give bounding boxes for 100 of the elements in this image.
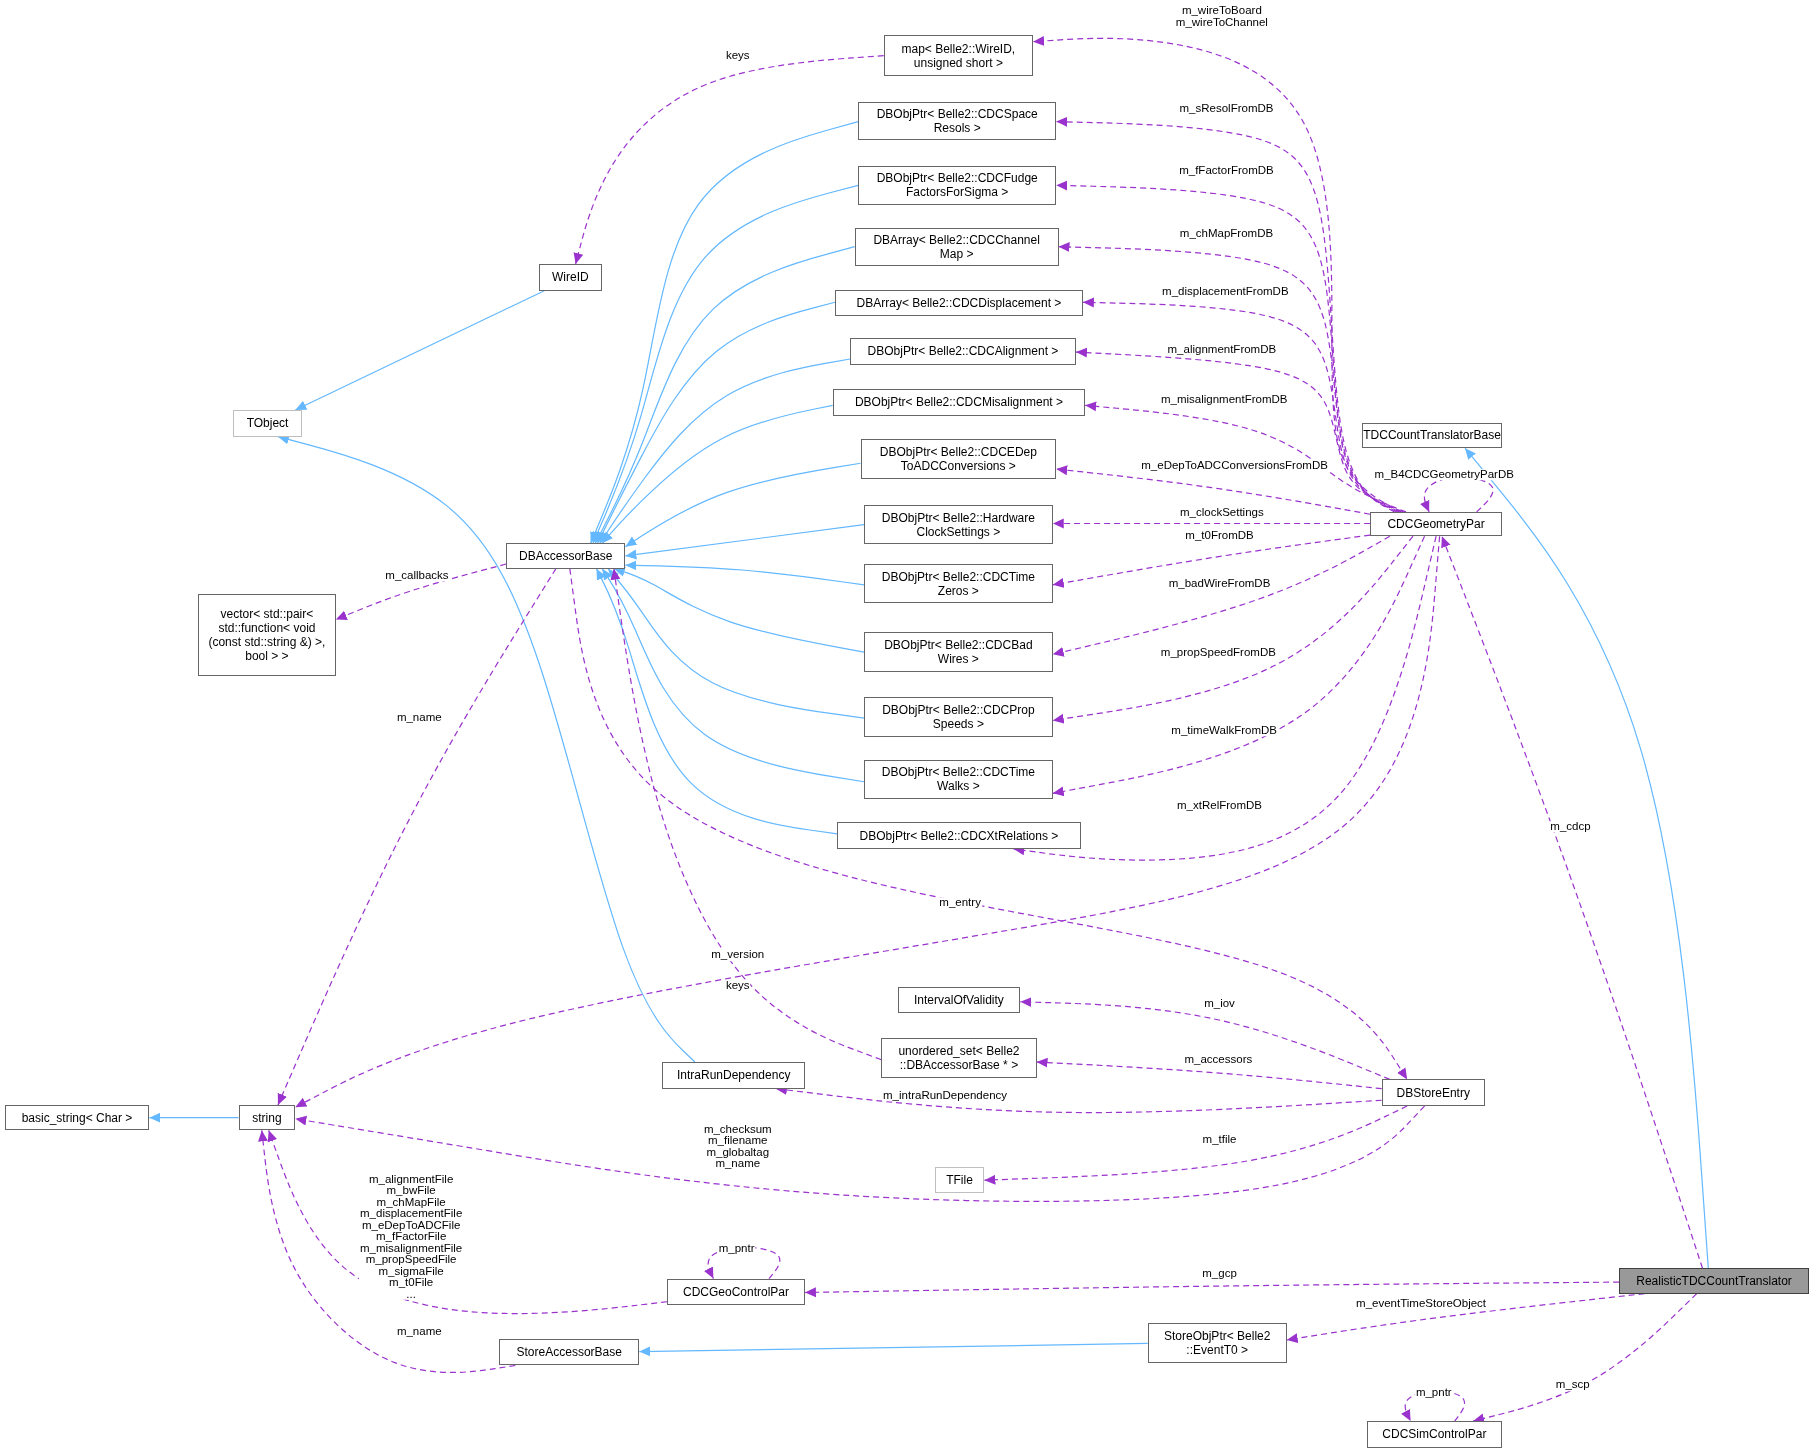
class-box [864,564,1053,604]
class-box [897,986,1021,1014]
arrow [599,358,851,544]
class-box [499,1338,640,1366]
class-name: DBObjPtr< Belle2::CDCAlignment > [867,344,1059,359]
dashed-arrow [1052,535,1391,657]
class-name: basic_string< Char > [21,1110,133,1125]
class-box [238,1104,296,1131]
arrow [590,121,859,544]
arrow [1464,447,1709,1269]
class-box [881,1037,1037,1079]
dashed-arrow [267,1129,668,1315]
class-name: DBObjPtr< Belle2::CDCSpace Resols > [875,107,1039,135]
class-name: CDCSimControlPar [1382,1427,1487,1442]
dashed-arrow [1057,242,1400,513]
class-name: string [252,1110,282,1125]
edge-label: m_clockSettings [1179,507,1265,519]
arrow [594,246,856,544]
class-box [858,165,1057,205]
arrow [607,568,865,719]
edge-label: m_checksum m_filename m_globaltag m_name [702,1123,773,1170]
class-name: IntraRunDependency [677,1068,791,1083]
dashed-arrow [1052,518,1371,529]
edge-label: m_pntr [1414,1387,1453,1399]
class-box [864,504,1053,545]
edge-label: m_B4CDCGeometryParDB [1373,469,1515,481]
class-box [1362,422,1503,449]
arrow [601,404,834,544]
dashed-arrow [983,1105,1408,1185]
arrow [624,524,865,560]
class-name: DBObjPtr< Belle2::CDCEDep ToADCConversions > [878,445,1038,474]
class-box [858,101,1057,141]
dashed-arrow [1084,401,1407,513]
edge-label: m_callbacks [384,569,450,582]
edge-label: m_propSpeedFromDB [1159,647,1277,659]
class-box [198,594,336,677]
class-name: TFile [946,1173,973,1188]
class-box [854,228,1059,267]
class-name: DBAccessorBase [519,548,613,563]
dashed-arrow [335,563,507,621]
class-name: DBArray< Belle2::CDCDisplacement > [856,295,1062,310]
class-name: DBStoreEntry [1396,1085,1470,1100]
dashed-arrow [1052,535,1426,797]
edge-label: m_iov [1203,998,1236,1010]
edge-label: m_eDepToADCConversionsFromDB [1140,459,1329,472]
dashed-arrow [1055,116,1396,513]
class-box [864,759,1053,800]
edge-label: m_wireToBoard m_wireToChannel [1174,4,1269,28]
dashed-arrow [1055,180,1398,513]
arrow [294,290,545,411]
class-box [864,697,1053,737]
class-box [1619,1268,1810,1294]
edge-label: m_gcp [1201,1268,1238,1280]
class-name: RealisticTDCCountTranslator [1636,1273,1792,1288]
arrow [148,1112,240,1123]
class-box [837,822,1081,849]
class-name: StoreAccessorBase [516,1345,622,1360]
dashed-arrow [1012,535,1437,861]
dashed-arrow [1055,465,1371,515]
class-box [667,1278,805,1306]
class-name: DBArray< Belle2::CDCChannel Map > [872,233,1041,262]
class-box [506,543,626,569]
edge-label: m_sResolFromDB [1178,103,1275,115]
dashed-arrow [1441,535,1704,1269]
edge-label: m_scp [1554,1379,1591,1391]
dashed-arrow [277,568,557,1106]
edge-label: m_tfile [1201,1133,1238,1146]
dashed-arrow [258,1129,516,1374]
class-box [883,34,1034,77]
arrow [592,184,859,544]
edge-label: m_name [395,712,443,724]
class-box [864,632,1053,672]
dashed-arrow [1035,1057,1383,1090]
class-name: DBObjPtr< Belle2::CDCTime Zeros > [880,569,1036,598]
class-box [850,338,1076,365]
class-box [538,264,603,291]
edge-label: m_timeWalkFromDB [1170,725,1278,737]
dashed-arrow [573,55,885,265]
class-name: CDCGeometryPar [1387,517,1485,532]
dashed-arrow [569,568,1408,1080]
edge-label: m_cdcp [1549,821,1592,833]
arrow [597,301,836,544]
class-box [232,410,303,437]
edge-label: keys [724,979,751,992]
class-box [662,1062,805,1089]
dashed-arrow [1052,534,1371,588]
edge-label: m_chMapFromDB [1178,228,1275,240]
arrow [624,462,862,548]
class-box [1366,1421,1503,1448]
edge-label: m_xtRelFromDB [1176,800,1263,812]
class-box [832,389,1086,416]
edge-label: m_displacementFromDB [1161,286,1290,298]
class-name: DBObjPtr< Belle2::Hardware ClockSettings > [880,510,1036,539]
class-name: DBObjPtr< Belle2::CDCTime Walks > [880,765,1036,794]
edge-label: keys [724,49,751,62]
class-box [835,289,1083,317]
dashed-arrow [610,568,882,1061]
dashed-arrow [294,535,1441,1108]
edge-label: m_intraRunDependency [882,1089,1009,1102]
class-name: StoreObjPtr< Belle2 ::EventT0 > [1163,1328,1272,1357]
